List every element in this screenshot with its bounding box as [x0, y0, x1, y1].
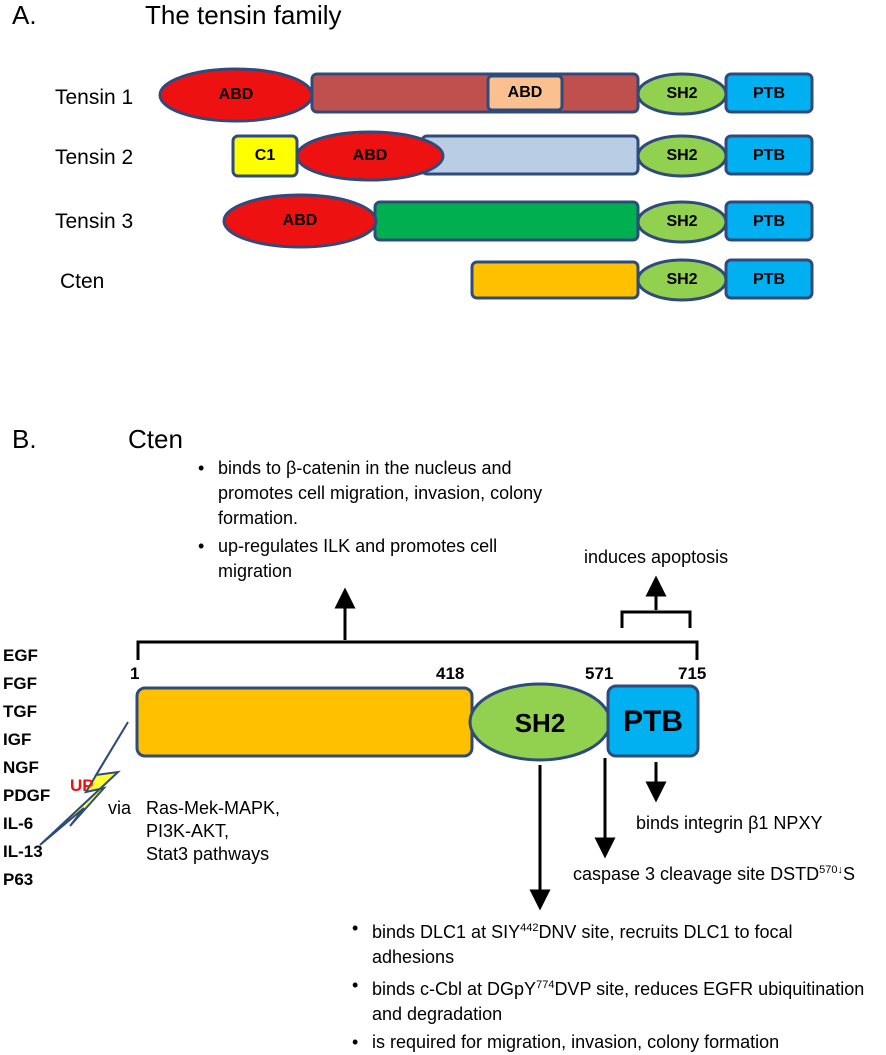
up-label: UP — [70, 776, 94, 795]
tensin3-abd — [222, 193, 378, 249]
bullet-pre: binds DLC1 at SIY — [372, 922, 521, 942]
position-715: 715 — [678, 664, 707, 683]
bullet-pre: is required for migration, invasion, col… — [372, 1032, 780, 1052]
tensin2-c1-label: C1 — [254, 147, 276, 164]
tensin2-abd — [295, 130, 445, 182]
cten-a-sh2-label: SH2 — [666, 271, 698, 288]
bullet-post: DVP site, reduces EGFR ubiquitination an… — [372, 979, 865, 1024]
caspase-note: caspase 3 cleavage site DSTD570↓S — [573, 859, 855, 886]
factor-item: PDGF — [3, 786, 51, 805]
row-label-tensin2: Tensin 2 — [55, 146, 134, 169]
tensin3-sh2-label: SH2 — [666, 213, 698, 230]
tensin1-sh2-label: SH2 — [666, 85, 698, 102]
cten-b-body — [135, 686, 474, 758]
tensin1-inner-abd — [486, 74, 564, 112]
bullet-sup: 442 — [520, 922, 539, 934]
apoptosis-bracket — [620, 610, 692, 628]
bullet-sup: 774 — [536, 979, 555, 991]
row-label-cten: Cten — [60, 270, 105, 293]
factor-item: IGF — [3, 730, 32, 749]
row-label-tensin3: Tensin 3 — [55, 210, 134, 233]
position-1: 1 — [130, 664, 140, 683]
tensin3-ptb — [724, 200, 814, 242]
tensin2-ptb — [724, 134, 814, 176]
cten-a-ptb-label: PTB — [753, 271, 785, 288]
top-bullet-item: up-regulates ILK and promotes cell migra… — [190, 534, 560, 584]
factor-item: EGF — [3, 646, 38, 665]
cten-b-ptb — [606, 684, 700, 758]
position-418: 418 — [436, 664, 465, 683]
bottom-bullet-list: binds DLC1 at SIY442DNV site, recruits D… — [344, 916, 874, 1055]
row-label-tensin1: Tensin 1 — [55, 86, 134, 109]
bottom-bullet-item: is required for migration, invasion, col… — [344, 1030, 874, 1055]
bullet-post: DNV site, recruits DLC1 to focal adhesio… — [372, 922, 793, 967]
factor-item: TGF — [3, 702, 37, 721]
cten-b-sh2-label: SH2 — [514, 708, 566, 738]
tensin1-ptb-label: PTB — [753, 85, 785, 102]
tensin3-abd-label: ABD — [282, 212, 318, 229]
tensin2-body — [420, 134, 640, 176]
integrin-note: binds integrin β1 NPXY — [636, 813, 823, 833]
factor-item: P63 — [3, 870, 34, 889]
tensin2-ptb-label: PTB — [753, 147, 785, 164]
pathway-item: PI3K-AKT, — [146, 821, 230, 841]
factor-item: IL-13 — [3, 842, 43, 861]
tensin1-abd — [158, 67, 314, 123]
caspase-sup: 570↓ — [819, 864, 843, 876]
bottom-bullet-item: binds DLC1 at SIY442DNV site, recruits D… — [344, 916, 874, 970]
caspase-suffix: S — [842, 864, 855, 884]
panel-b-title: Cten — [128, 424, 183, 454]
bottom-bullet-item: binds c-Cbl at DGpY774DVP site, reduces … — [344, 973, 874, 1027]
top-bullet-item: binds to β-catenin in the nucleus and pr… — [190, 456, 560, 531]
cten-a-ptb — [724, 258, 814, 300]
lightning-bolt-icon — [39, 721, 129, 846]
bullet-pre: binds c-Cbl at DGpY — [372, 979, 537, 999]
panel-a-label: A. — [12, 0, 37, 30]
pathway-item: Stat3 pathways — [146, 844, 270, 864]
factor-item: NGF — [3, 758, 39, 777]
tensin1-abd-label: ABD — [218, 86, 254, 103]
caspase-prefix: caspase 3 cleavage site DSTD — [573, 864, 820, 884]
tensin3-ptb-label: PTB — [753, 213, 785, 230]
top-bullet-list: binds to β-catenin in the nucleus and pr… — [190, 456, 560, 584]
cten-a-body — [470, 260, 640, 300]
pathway-via: via — [108, 798, 132, 818]
tensin1-body — [310, 72, 640, 114]
panel-b-label: B. — [12, 424, 37, 454]
cten-span-bracket — [136, 640, 699, 660]
pathway-list: Ras-Mek-MAPK, PI3K-AKT, Stat3 pathways — [146, 797, 280, 866]
tensin1-inner-abd-label: ABD — [507, 84, 543, 101]
factor-item: IL-6 — [3, 814, 34, 833]
tensin1-ptb — [724, 72, 814, 114]
apoptosis-note: induces apoptosis — [584, 547, 729, 567]
panel-a-title: The tensin family — [145, 0, 342, 30]
cten-b-ptb-label: PTB — [623, 705, 683, 738]
factor-item: FGF — [3, 674, 37, 693]
tensin3-body — [373, 200, 640, 242]
position-571: 571 — [585, 664, 614, 683]
tensin2-abd-label: ABD — [352, 147, 388, 164]
tensin2-sh2-label: SH2 — [666, 147, 698, 164]
pathway-item: Ras-Mek-MAPK, — [146, 798, 281, 818]
